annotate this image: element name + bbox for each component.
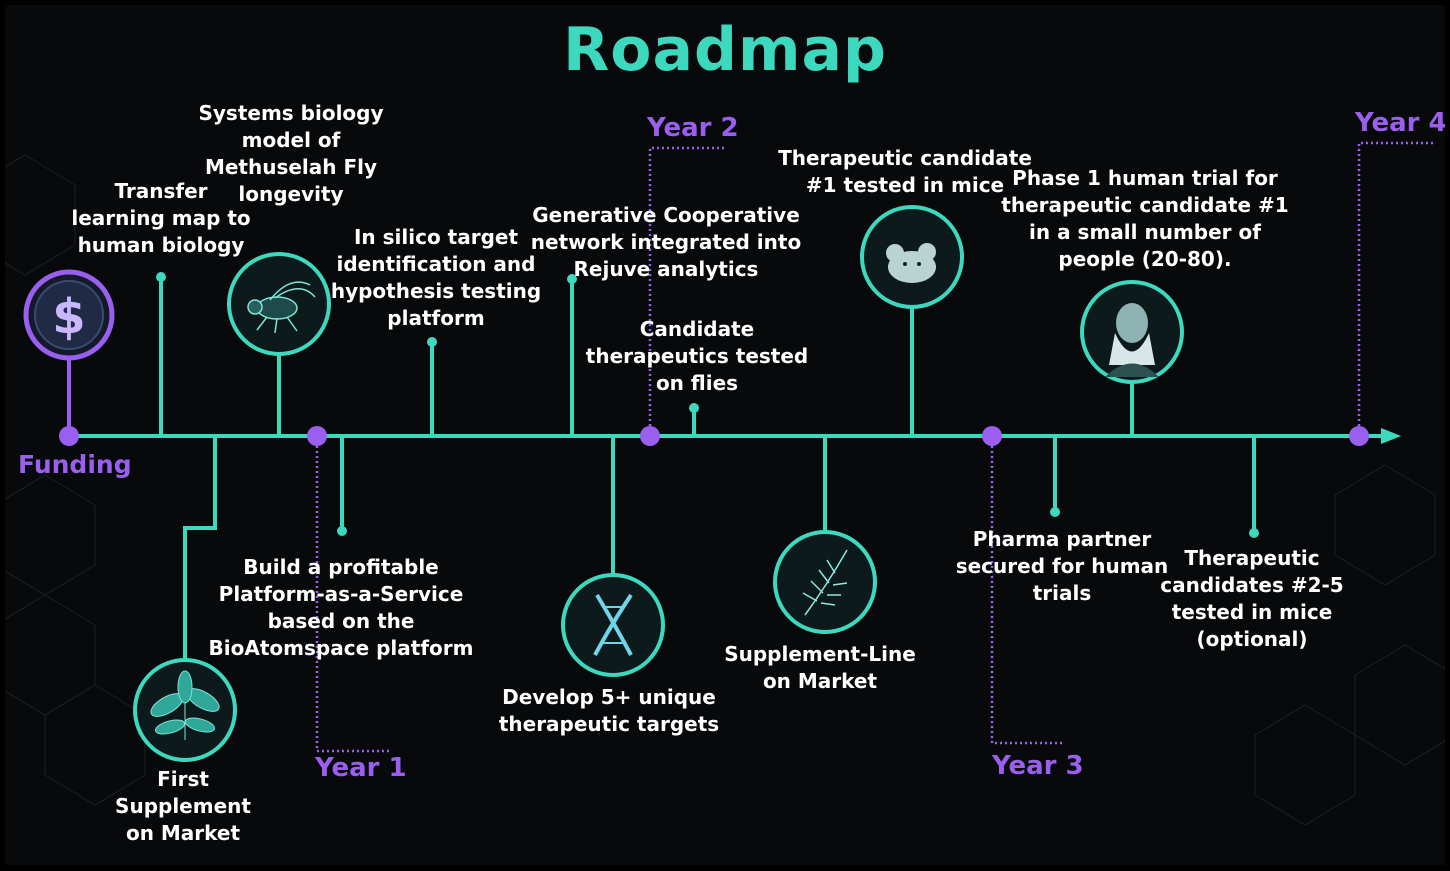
label-line: on Market: [762, 669, 878, 693]
milestone-generative: Generative Cooperative network integrate…: [531, 202, 801, 283]
label-line: Build a profitable: [243, 555, 439, 579]
label-line: BioAtomspace platform: [208, 636, 474, 660]
pharma-dot: [1050, 507, 1060, 517]
year2-connector: [648, 146, 725, 436]
label-line: trials: [1032, 581, 1092, 605]
mouse-icon: [886, 243, 936, 283]
label-line: Pharma partner: [972, 527, 1152, 551]
page-title: Roadmap: [563, 15, 887, 85]
fly-icon: [247, 281, 316, 334]
svg-text:$: $: [52, 289, 85, 345]
fern-circle: [773, 530, 877, 634]
label-line: Methuselah Fly: [204, 155, 378, 179]
label-line: platform: [387, 306, 485, 330]
year3-milestone-dot: [982, 426, 1002, 446]
generative-dot: [567, 274, 577, 284]
milestone-targets: Develop 5+ unique therapeutic targets: [499, 684, 719, 738]
plant-icon: [150, 670, 220, 740]
paas-dot: [337, 526, 347, 536]
label-line: Generative Cooperative: [532, 203, 800, 227]
elder-portrait-icon: [1105, 303, 1159, 377]
label-line: identification and: [336, 252, 536, 276]
label-line: Phase 1 human trial for: [1012, 166, 1278, 190]
label-line: Supplement: [115, 794, 251, 818]
label-line: #1 tested in mice: [805, 173, 1005, 197]
year1-milestone-dot: [307, 426, 327, 446]
label-line: secured for human: [955, 554, 1169, 578]
flies-dot: [689, 403, 699, 413]
year4-label: Year 4: [1355, 108, 1445, 138]
timeline-arrowhead: [1381, 428, 1401, 444]
candidates-dot: [1249, 528, 1259, 538]
year3-connector: [990, 436, 1065, 745]
milestone-in-silico: In silico target identification and hypo…: [331, 224, 541, 332]
label-line: therapeutics tested: [585, 344, 809, 368]
dollar-icon: $: [34, 280, 104, 350]
label-line: human biology: [77, 233, 245, 257]
first-supplement-connector: [183, 436, 217, 660]
label-line: Supplement-Line: [724, 642, 916, 666]
milestone-supplement-line: Supplement-Line on Market: [724, 641, 916, 695]
year2-label: Year 2: [647, 113, 739, 143]
label-line: Therapeutic: [1184, 546, 1320, 570]
year2-milestone-dot: [640, 426, 660, 446]
label-line: (optional): [1196, 627, 1308, 651]
year3-label: Year 3: [992, 751, 1084, 781]
dna-icon: [593, 593, 633, 656]
label-line: network integrated into: [530, 230, 802, 254]
transfer-dot: [156, 272, 166, 282]
label-line: people (20-80).: [1058, 247, 1232, 271]
milestone-candidate-flies: Candidate therapeutics tested on flies: [586, 316, 808, 397]
milestone-candidates-2-5: Therapeutic candidates #2-5 tested in mi…: [1160, 545, 1343, 653]
year4-milestone-dot: [1349, 426, 1369, 446]
label-line: in a small number of: [1029, 220, 1261, 244]
label-line: model of: [241, 128, 341, 152]
label-line: Develop 5+ unique: [502, 685, 716, 709]
label-line: therapeutic targets: [498, 712, 720, 736]
label-line: therapeutic candidate #1: [1001, 193, 1289, 217]
fern-icon: [802, 549, 848, 616]
label-line: Candidate: [639, 317, 755, 341]
label-line: In silico target: [353, 225, 519, 249]
insilico-dot: [427, 337, 437, 347]
hex-background: [5, 154, 1445, 826]
label-line: candidates #2-5: [1160, 573, 1344, 597]
label-line: Platform-as-a-Service: [218, 582, 464, 606]
year1-connector: [315, 436, 391, 753]
label-line: based on the: [267, 609, 415, 633]
label-line: Rejuve analytics: [573, 257, 759, 281]
roadmap-canvas: $: [5, 5, 1445, 865]
year4-connector: [1357, 141, 1435, 436]
label-line: Systems biology: [198, 101, 384, 125]
label-line: on flies: [655, 371, 739, 395]
funding-milestone-dot: [59, 426, 79, 446]
label-line: hypothesis testing: [330, 279, 542, 303]
milestone-first-supplement: First Supplement on Market: [115, 766, 251, 847]
milestone-therapeutic-mice: Therapeutic candidate #1 tested in mice: [778, 145, 1032, 199]
milestone-transfer-learning: Transfer learning map to human biology: [71, 178, 250, 259]
milestone-paas: Build a profitable Platform-as-a-Service…: [209, 554, 474, 662]
label-line: longevity: [238, 182, 344, 206]
label-line: learning map to: [71, 206, 251, 230]
label-line: tested in mice: [1171, 600, 1333, 624]
label-line: Therapeutic candidate: [778, 146, 1032, 170]
label-line: First: [157, 767, 209, 791]
funding-label: Funding: [18, 450, 132, 479]
milestone-systems-biology: Systems biology model of Methuselah Fly …: [198, 100, 383, 208]
timeline-graphic: $: [5, 141, 1445, 826]
label-line: on Market: [125, 821, 241, 845]
year1-label: Year 1: [315, 753, 407, 783]
label-line: Transfer: [114, 179, 208, 203]
milestone-phase1: Phase 1 human trial for therapeutic cand…: [1001, 165, 1288, 273]
milestone-pharma: Pharma partner secured for human trials: [956, 526, 1169, 607]
